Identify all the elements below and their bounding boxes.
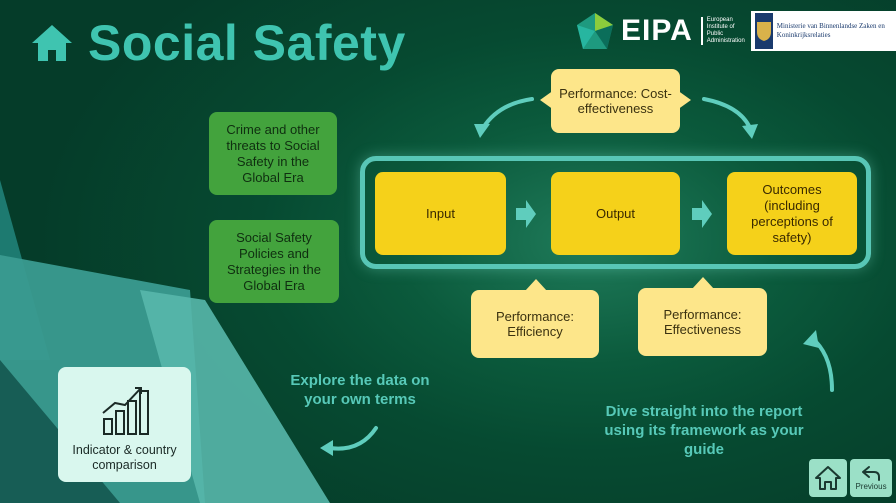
- callout-pointer-up: [692, 277, 714, 289]
- eipa-subtitle: European Institute of Public Administrat…: [700, 17, 745, 45]
- flow-arrow-icon: [516, 200, 536, 228]
- performance-cost-effectiveness[interactable]: Performance: Cost-effectiveness: [551, 69, 680, 133]
- stage-input[interactable]: Input: [375, 172, 506, 255]
- curved-arrow-right-head: [742, 124, 758, 139]
- stage-output[interactable]: Output: [551, 172, 680, 255]
- back-arrow-icon: [862, 466, 880, 481]
- flow-arrow-icon: [692, 200, 712, 228]
- callout-pointer-left: [540, 90, 554, 110]
- dive-arrow-head: [803, 330, 819, 348]
- curved-arrow-left-head: [474, 124, 490, 138]
- partner-logos: EIPA European Institute of Public Admini…: [575, 11, 896, 51]
- context-box-crime-threats[interactable]: Crime and other threats to Social Safety…: [209, 112, 337, 195]
- callout-pointer-right: [677, 90, 691, 110]
- eipa-wordmark: EIPA: [621, 14, 693, 47]
- explore-arrow-head: [320, 440, 333, 456]
- framework-frame: [360, 156, 871, 269]
- indicator-card-label: Indicator & country comparison: [72, 443, 177, 472]
- ministry-logo: Ministerie van Binnenlandse Zaken en Kon…: [750, 11, 896, 51]
- performance-efficiency[interactable]: Performance: Efficiency: [471, 290, 599, 358]
- coat-of-arms-icon: [754, 13, 773, 49]
- ministry-name: Ministerie van Binnenlandse Zaken en Kon…: [776, 22, 885, 39]
- explore-data-callout: Explore the data on your own terms: [290, 372, 430, 408]
- callout-pointer-up: [525, 279, 547, 291]
- explore-arrow: [328, 426, 378, 451]
- bar-chart-icon: [102, 387, 149, 435]
- previous-button[interactable]: Previous: [850, 459, 892, 497]
- context-box-policies-strategies[interactable]: Social Safety Policies and Strategies in…: [209, 220, 339, 303]
- page-header: Social Safety: [30, 14, 406, 72]
- home-icon: [815, 466, 841, 490]
- eipa-logo-icon: [577, 13, 613, 49]
- previous-label: Previous: [855, 482, 887, 491]
- stage-outcomes[interactable]: Outcomes (including perceptions of safet…: [727, 172, 857, 255]
- page-title: Social Safety: [88, 15, 406, 71]
- dive-report-callout: Dive straight into the report using its …: [604, 403, 804, 458]
- home-button[interactable]: [809, 459, 847, 497]
- indicator-comparison-card[interactable]: Indicator & country comparison: [58, 367, 191, 482]
- performance-effectiveness[interactable]: Performance: Effectiveness: [638, 288, 767, 356]
- home-icon: [32, 25, 72, 61]
- curved-arrow-right: [702, 97, 752, 130]
- curved-arrow-left: [481, 97, 534, 130]
